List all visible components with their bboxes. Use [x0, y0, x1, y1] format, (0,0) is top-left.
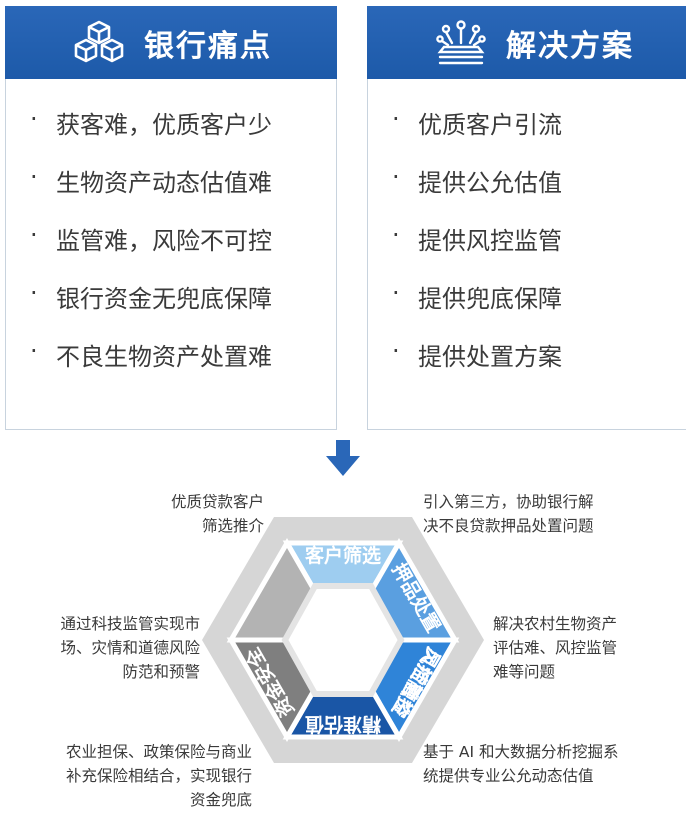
list-item: ·优质客户引流 [392, 105, 562, 139]
note-flexible-financing: 解决农村生物资产 评估难、风控监管 难等问题 [493, 615, 618, 681]
list-item: ·不良生物资产处置难 [30, 337, 272, 371]
list-item: ·提供风控监管 [392, 221, 562, 255]
pain-points-title: 银行痛点 [144, 28, 272, 64]
list-item: ·监管难，风险不可控 [30, 221, 272, 255]
pain-points-panel: 银行痛点 ·获客难，优质客户少 ·生物资产动态估值难 ·监管难，风险不可控 ·银… [5, 6, 337, 430]
hex-label-customer: 客户筛选 [305, 544, 381, 567]
hexagon-center [281, 583, 405, 697]
note-pledge-disposal: 引入第三方，协助银行解 决不良贷款押品处置问题 [423, 493, 594, 535]
list-item: ·生物资产动态估值难 [30, 163, 272, 197]
note-precise-valuation: 基于 AI 和大数据分析挖掘系 统提供专业公允动态估值 [423, 743, 619, 785]
list-item: ·提供兜底保障 [392, 279, 562, 313]
solutions-panel: 解决方案 ·优质客户引流 ·提供公允估值 ·提供风控监管 ·提供兜底保障 ·提供… [367, 6, 686, 430]
list-item: ·提供处置方案 [392, 337, 562, 371]
list-item: ·获客难，优质客户少 [30, 105, 272, 139]
note-risk-control: 通过科技监管实现市 场、灾情和道德风险 防范和预警 [60, 615, 200, 681]
pain-points-header: 银行痛点 [5, 6, 337, 79]
pain-points-list: ·获客难，优质客户少 ·生物资产动态估值难 ·监管难，风险不可控 ·银行资金无兜… [30, 105, 326, 395]
solutions-list: ·优质客户引流 ·提供公允估值 ·提供风控监管 ·提供兜底保障 ·提供处置方案 [392, 105, 686, 395]
note-fund-safety: 农业担保、政策保险与商业 补充保险相结合，实现银行 资金兜底 [65, 743, 252, 809]
solutions-header: 解决方案 [367, 6, 686, 79]
down-arrow-icon [326, 440, 360, 476]
cubes-icon [74, 20, 124, 62]
network-platform-icon [436, 19, 486, 64]
list-item: ·银行资金无兜底保障 [30, 279, 272, 313]
solutions-title: 解决方案 [506, 28, 634, 64]
hex-label-valuation: 精准估值 [305, 713, 381, 736]
list-item: ·提供公允估值 [392, 163, 562, 197]
note-customer-screening: 优质贷款客户 筛选推介 [170, 493, 264, 535]
